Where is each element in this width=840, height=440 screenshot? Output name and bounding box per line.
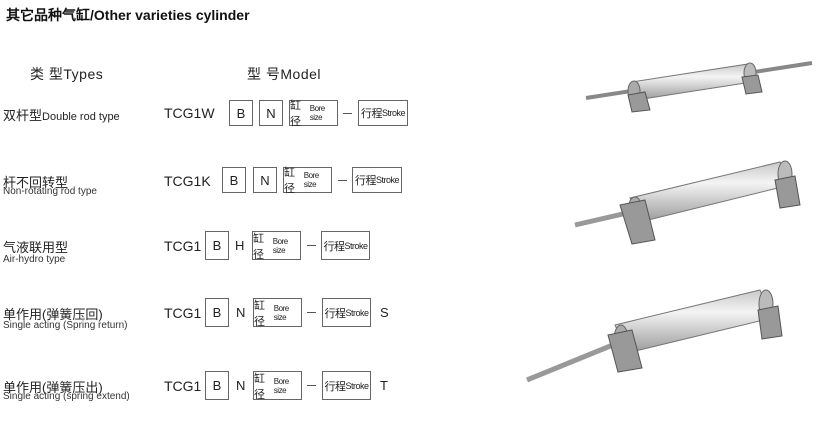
page-title: 其它品种气缸/Other varieties cylinder — [6, 7, 250, 23]
type-cn: 杆不回转型 — [3, 175, 69, 190]
model-code: TCG1 — [164, 238, 202, 254]
mid-code: H — [235, 238, 245, 253]
double-rod-cylinder-image — [585, 61, 813, 113]
model-code: TCG1 — [164, 305, 202, 321]
mid-code: N — [236, 378, 246, 393]
b-box: B — [205, 298, 229, 327]
type-cn: 双杆型 — [3, 108, 43, 123]
non-rotating-cylinder-image — [574, 160, 801, 245]
model-header: 型 号Model — [247, 66, 322, 82]
suffix-code: T — [380, 378, 388, 393]
b-box: B — [205, 231, 229, 260]
model-code: TCG1 — [164, 378, 202, 394]
single-acting-cylinder-image — [526, 289, 783, 383]
dash — [307, 312, 316, 313]
type-en: Air-hydro type — [3, 254, 66, 265]
model-code: TCG1W — [164, 105, 215, 121]
dash — [307, 385, 316, 386]
mid-box: N — [253, 167, 277, 193]
b-box: B — [205, 371, 229, 400]
dash — [307, 245, 316, 246]
mid-box: N — [259, 100, 283, 126]
b-box: B — [222, 167, 246, 193]
mid-code: N — [236, 305, 246, 320]
dash — [343, 113, 352, 114]
suffix-code: S — [380, 305, 389, 320]
type-cn: 单作用(弹簧压出) — [3, 380, 103, 395]
type-cn: 单作用(弹簧压回) — [3, 307, 103, 322]
type-en: Double rod type — [42, 111, 120, 123]
type-en: Single acting (spring extend) — [3, 391, 130, 402]
dash — [338, 180, 347, 181]
type-en: Single acting (Spring return) — [3, 320, 128, 331]
model-code: TCG1K — [164, 173, 211, 189]
type-en: Non-rotating rod type — [3, 186, 97, 197]
types-header: 类 型Types — [30, 66, 104, 82]
b-box: B — [229, 100, 253, 126]
type-cn: 气液联用型 — [3, 240, 69, 255]
